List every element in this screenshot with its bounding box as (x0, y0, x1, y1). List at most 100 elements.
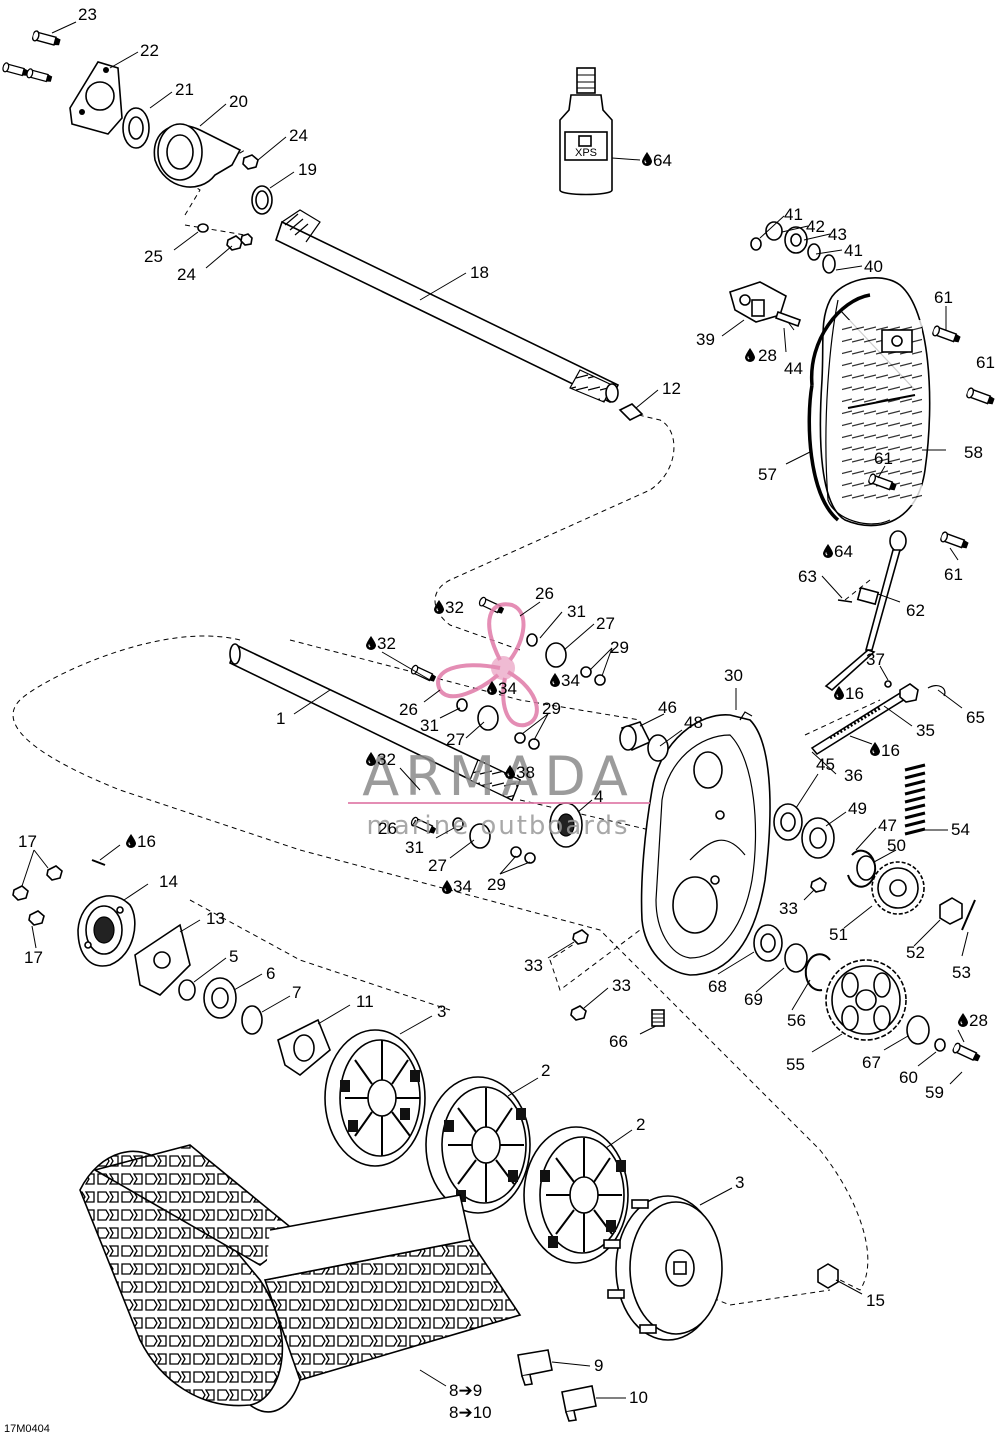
cover-58 (819, 277, 931, 527)
sprocket-2b (523, 1126, 629, 1264)
label-33b: 33 (524, 956, 543, 975)
washer-25 (197, 223, 209, 233)
label-29b: 29 (542, 699, 561, 718)
label-41a: 41 (784, 205, 803, 224)
ring-7 (241, 1005, 263, 1035)
label-47: 47 (878, 816, 897, 835)
label-24b: 24 (177, 265, 196, 284)
gasket-57 (807, 293, 871, 522)
ring-5 (178, 979, 196, 1001)
label-32a: 32 (445, 598, 464, 617)
label-27a: 27 (596, 614, 615, 633)
gear-55 (825, 959, 907, 1041)
label-37: 37 (866, 650, 885, 669)
label-9: 9 (594, 1356, 603, 1375)
label-36: 36 (844, 766, 863, 785)
shaft-18 (275, 209, 620, 404)
ring-19 (251, 185, 273, 215)
label-29a: 29 (610, 638, 629, 657)
label-59: 59 (925, 1083, 944, 1102)
label-3a: 3 (437, 1002, 446, 1021)
label-58: 58 (964, 443, 983, 462)
watermark-main: ARMADA (362, 745, 634, 808)
label-26a: 26 (535, 584, 554, 603)
oil-bottle: XPS (559, 67, 613, 196)
nut-24a (242, 154, 259, 170)
label-55: 55 (786, 1055, 805, 1074)
label-7: 7 (292, 983, 301, 1002)
plate-11 (277, 1018, 331, 1076)
bearing-14 (77, 859, 136, 967)
wheel-3b (603, 1195, 723, 1341)
diagram-code: 17M0404 (4, 1423, 50, 1435)
label-4: 4 (594, 787, 603, 806)
label-29c: 29 (487, 875, 506, 894)
bolts-22 (1, 61, 54, 85)
label-54: 54 (951, 820, 970, 839)
adjuster-35 (810, 680, 946, 756)
label-31c: 31 (405, 838, 424, 857)
label-17b: 17 (24, 948, 43, 967)
nuts-33 (570, 877, 827, 1021)
sprocket-51 (871, 861, 925, 915)
label-6: 6 (266, 964, 275, 983)
bearing-6 (203, 977, 237, 1019)
label-11: 11 (356, 992, 374, 1011)
label-61c: 61 (874, 449, 893, 468)
label-27b: 27 (446, 730, 465, 749)
label-28a: 28 (758, 346, 777, 365)
plate-13 (134, 923, 191, 996)
nut-52 (939, 897, 976, 931)
label-53: 53 (952, 963, 971, 982)
label-18: 18 (470, 263, 489, 282)
label-39: 39 (696, 330, 715, 349)
part-labels: 23 22 21 20 24 19 25 24 18 12 64 41 42 4… (4, 5, 995, 1435)
dipstick-62 (824, 530, 907, 692)
label-41b: 41 (844, 241, 863, 260)
label-26c: 26 (378, 819, 397, 838)
label-67: 67 (862, 1053, 881, 1072)
label-10: 10 (629, 1388, 648, 1407)
plug-66 (651, 1009, 665, 1027)
washers-41-42-43 (750, 221, 836, 274)
bolts-26-31-27-29 (409, 595, 606, 864)
label-20: 20 (229, 92, 248, 111)
label-66: 66 (609, 1032, 628, 1051)
label-31a: 31 (567, 602, 586, 621)
label-31b: 31 (420, 716, 439, 735)
label-56: 56 (787, 1011, 806, 1030)
label-69: 69 (744, 990, 763, 1009)
label-33c: 33 (612, 976, 631, 995)
spacer-67-60-59 (906, 1015, 983, 1064)
label-49: 49 (848, 799, 867, 818)
label-61b: 61 (976, 353, 995, 372)
sprocket-2a (425, 1076, 531, 1214)
label-30: 30 (724, 666, 743, 685)
watermark-logo (436, 602, 539, 728)
label-8-9: 8➔9 (449, 1381, 482, 1400)
label-38: 38 (516, 763, 535, 782)
label-32c: 32 (377, 750, 396, 769)
label-62: 62 (906, 601, 925, 620)
label-64b: 64 (834, 542, 853, 561)
label-2a: 2 (541, 1061, 550, 1080)
label-34b: 34 (561, 671, 580, 690)
leader-lines (21, 21, 969, 1399)
label-32b: 32 (377, 634, 396, 653)
clips-9-10 (517, 1349, 597, 1422)
label-23: 23 (78, 5, 97, 24)
label-51: 51 (829, 925, 848, 944)
label-27c: 27 (428, 856, 447, 875)
label-15: 15 (866, 1291, 885, 1310)
label-65: 65 (966, 708, 985, 727)
spacer-50 (856, 855, 876, 881)
label-17a: 17 (18, 832, 37, 851)
drive-axle-1 (229, 643, 522, 802)
label-45: 45 (816, 755, 835, 774)
nuts-17 (12, 865, 63, 926)
housing-20 (153, 123, 242, 188)
track-8 (79, 1144, 522, 1413)
label-2b: 2 (636, 1115, 645, 1134)
label-35: 35 (916, 721, 935, 740)
